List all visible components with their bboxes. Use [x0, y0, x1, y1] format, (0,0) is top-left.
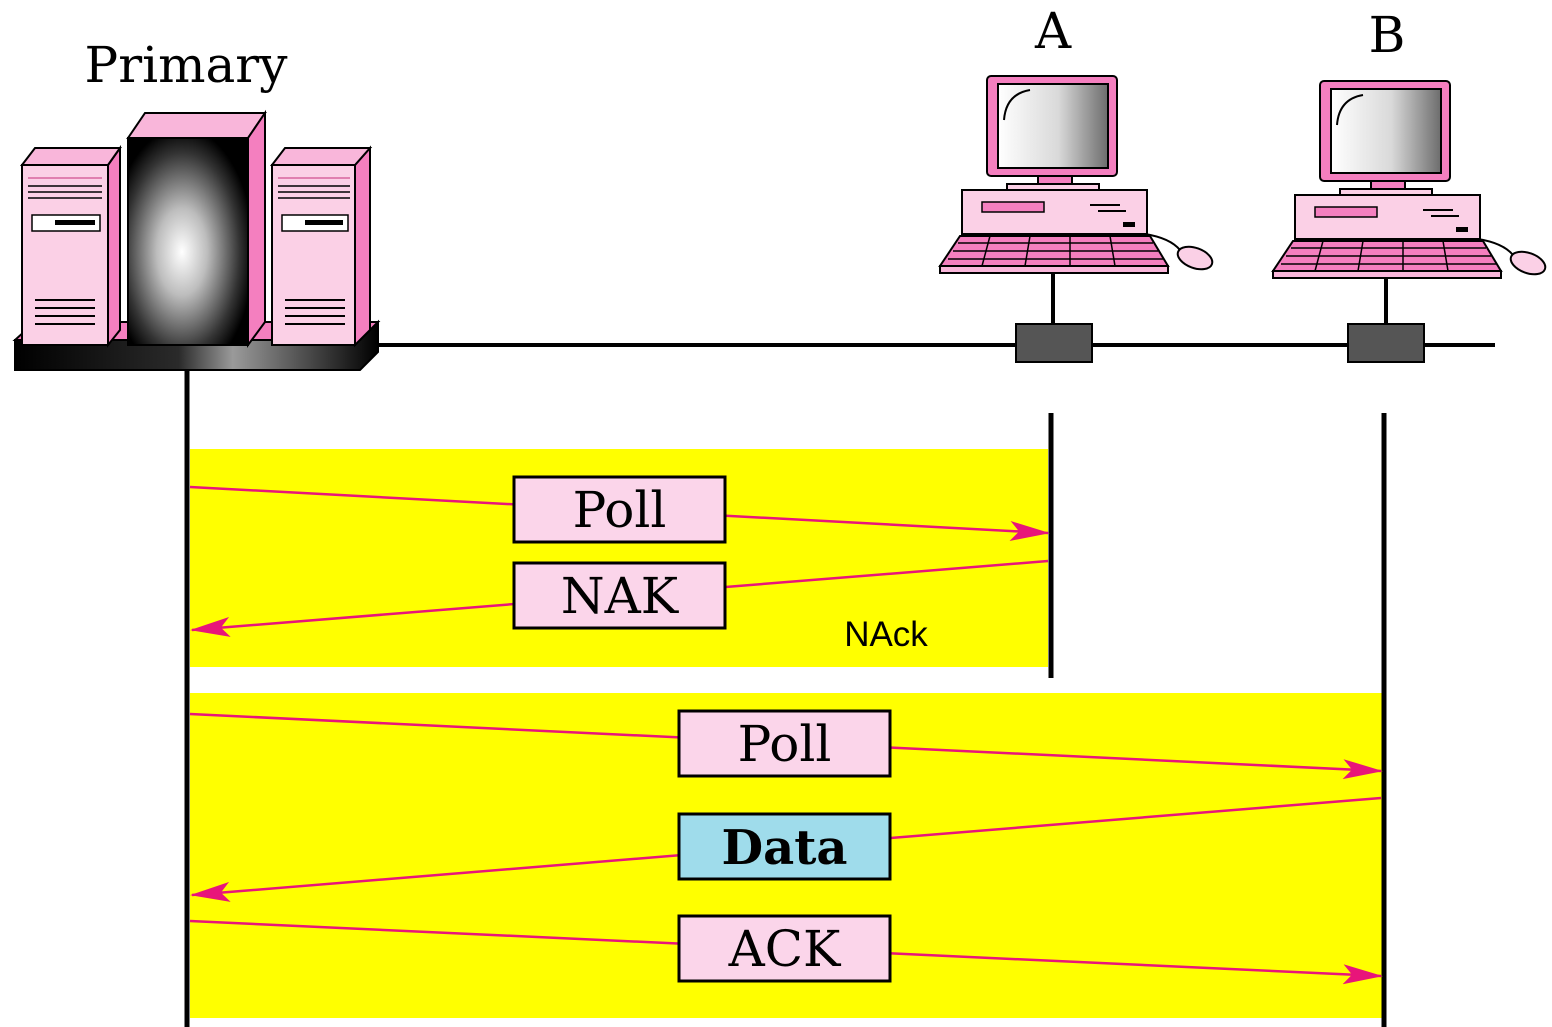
network-tap-icon [1347, 323, 1425, 363]
nack-note: NAck [844, 615, 928, 654]
server-rack-icon [12, 109, 381, 371]
desktop-computer-icon [1271, 80, 1547, 325]
poll-a-frame: Poll [512, 475, 727, 544]
desktop-computer-icon [938, 75, 1214, 325]
poll-a-text: Poll [573, 481, 667, 539]
network-tap-icon [1015, 323, 1093, 363]
station-b-label: B [1369, 6, 1406, 64]
data-frame: Data [677, 812, 892, 881]
poll-b-text: Poll [738, 715, 832, 773]
poll-b-frame: Poll [677, 709, 892, 778]
ack-text: ACK [728, 920, 842, 978]
primary-label: Primary [85, 36, 289, 94]
ack-frame: ACK [677, 914, 892, 983]
data-text: Data [722, 820, 848, 876]
station-a-label: A [1034, 2, 1072, 60]
nak-text: NAK [561, 567, 680, 625]
nak-frame: NAK [512, 561, 727, 630]
